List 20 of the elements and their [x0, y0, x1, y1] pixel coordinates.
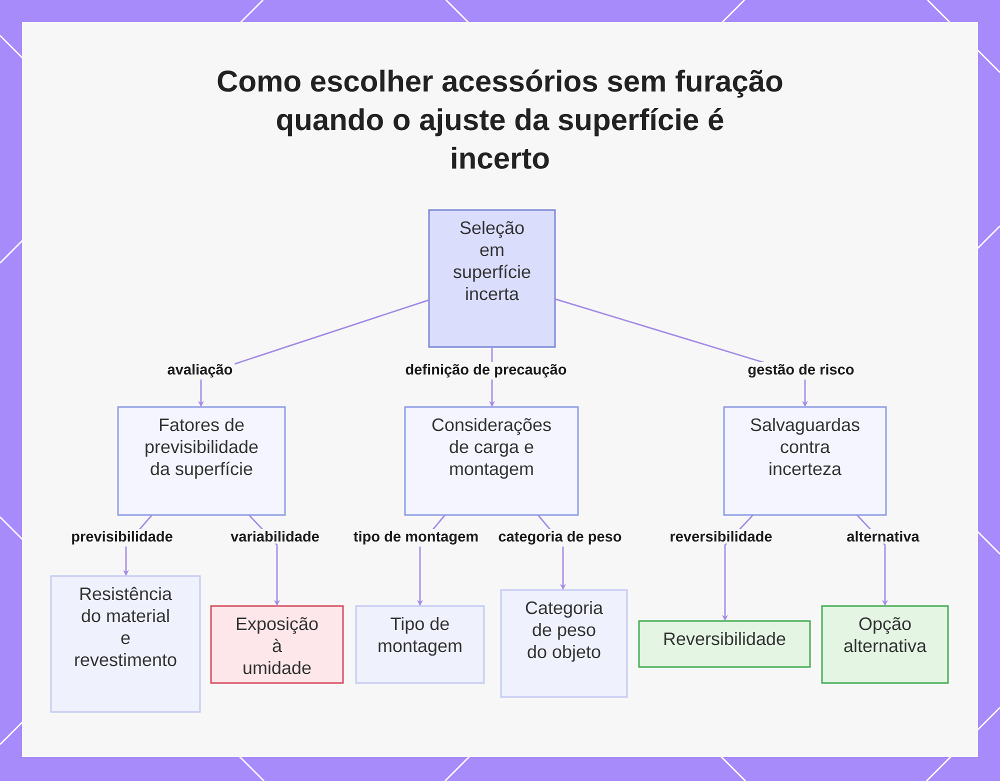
- branch-box: Considerações de carga e montagem: [404, 406, 579, 516]
- edge-label: avaliação: [165, 362, 235, 380]
- leaf-box: Tipo de montagem: [355, 605, 485, 684]
- edge-label: alternativa: [844, 528, 922, 544]
- edge-label: variabilidade: [228, 528, 322, 544]
- edge-label: definição de precaução: [403, 362, 569, 380]
- branch-box: Fatores de previsibilidade da superfície: [117, 406, 286, 516]
- leaf-box: Exposição à umidade: [210, 605, 344, 684]
- branch-box: Salvaguardas contra incerteza: [723, 406, 887, 516]
- leaf-box: Opção alternativa: [821, 605, 949, 684]
- title: Como escolher acessórios sem furação quando o ajuste da superfície é incerto: [218, 70, 782, 169]
- edge-label: previsibilidade: [69, 528, 175, 546]
- leaf-box: Categoria de peso do objeto: [500, 589, 628, 698]
- root-box: Seleção em superfície incerta: [428, 209, 556, 348]
- edge-label: gestão de risco: [746, 362, 856, 380]
- edge-label: categoria de peso: [496, 528, 624, 547]
- leaf-box: Reversibilidade: [638, 620, 811, 668]
- leaf-box: Resistência do material e revestimento: [50, 575, 201, 713]
- edge-label: reversibilidade: [668, 528, 774, 544]
- edge-label: tipo de montagem: [351, 528, 481, 547]
